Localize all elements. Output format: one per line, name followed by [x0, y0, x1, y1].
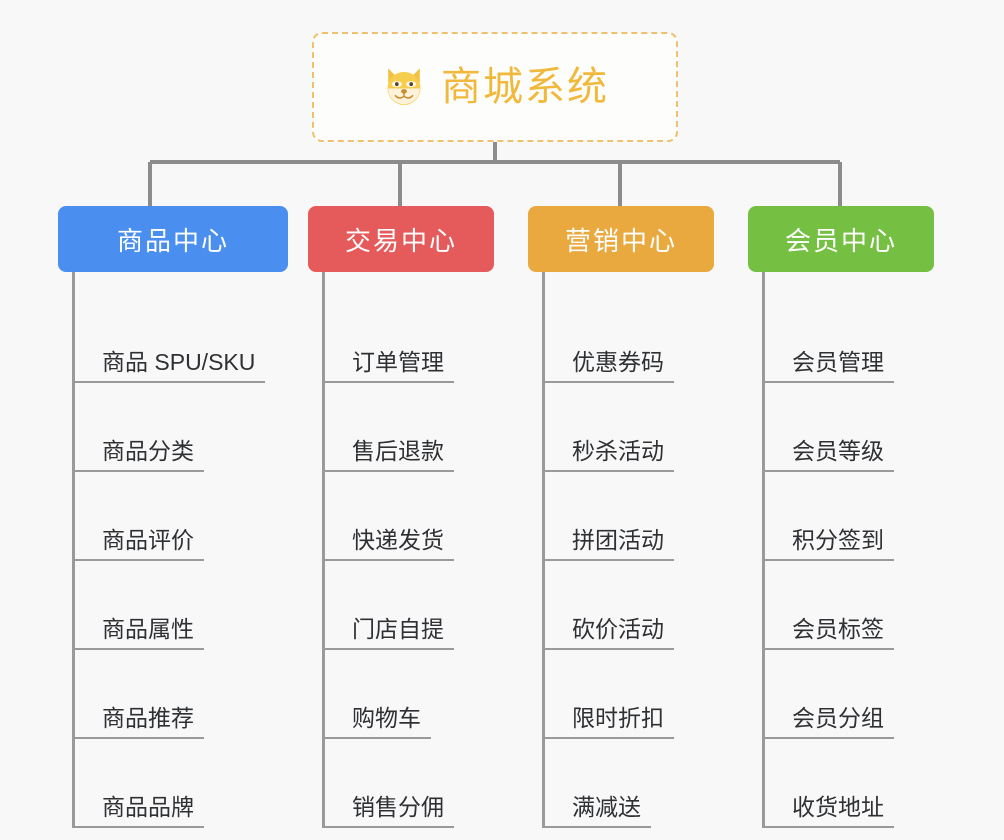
leaf-label: 购物车 [352, 704, 421, 731]
list-item[interactable]: 购物车 [322, 650, 494, 739]
leaf-label: 快递发货 [352, 526, 444, 553]
leaf-label: 秒杀活动 [572, 437, 664, 464]
branch-header-0[interactable]: 商品中心 [58, 206, 288, 272]
list-item[interactable]: 销售分佣 [322, 739, 494, 828]
list-item[interactable]: 商品推荐 [72, 650, 288, 739]
leaf-label: 收货地址 [792, 793, 884, 820]
leaf-label: 商品属性 [102, 615, 194, 642]
branch-header-1[interactable]: 交易中心 [308, 206, 494, 272]
branch-body-1: 订单管理 售后退款 快递发货 门店自提 购物车 销售分佣 [322, 272, 494, 828]
leaf-label: 售后退款 [352, 437, 444, 464]
leaf-label: 满减送 [572, 793, 641, 820]
list-item[interactable]: 会员标签 [762, 561, 934, 650]
leaf-label: 会员分组 [792, 704, 884, 731]
leaf-label: 会员标签 [792, 615, 884, 642]
root-title: 商城系统 [441, 65, 609, 109]
leaf-label: 商品分类 [102, 437, 194, 464]
shiba-dog-icon [387, 68, 421, 105]
list-item[interactable]: 优惠券码 [542, 294, 714, 383]
branch-column-交易中心: 交易中心 订单管理 售后退款 快递发货 门店自提 购物车 销售分佣 [308, 206, 494, 828]
leaf-label: 拼团活动 [572, 526, 664, 553]
branch-column-商品中心: 商品中心 商品 SPU/SKU 商品分类 商品评价 商品属性 商品推荐 商品品牌 [58, 206, 288, 828]
branch-body-0: 商品 SPU/SKU 商品分类 商品评价 商品属性 商品推荐 商品品牌 [72, 272, 288, 828]
list-item[interactable]: 积分签到 [762, 472, 934, 561]
list-item[interactable]: 限时折扣 [542, 650, 714, 739]
list-item[interactable]: 快递发货 [322, 472, 494, 561]
branch-column-营销中心: 营销中心 优惠券码 秒杀活动 拼团活动 砍价活动 限时折扣 满减送 [528, 206, 714, 828]
list-item[interactable]: 商品 SPU/SKU [72, 294, 288, 383]
leaf-label: 积分签到 [792, 526, 884, 553]
branch-header-label: 交易中心 [344, 225, 457, 256]
list-item[interactable]: 商品分类 [72, 383, 288, 472]
leaf-label: 商品品牌 [102, 793, 194, 820]
list-item[interactable]: 秒杀活动 [542, 383, 714, 472]
list-item[interactable]: 会员管理 [762, 294, 934, 383]
list-item[interactable]: 订单管理 [322, 294, 494, 383]
leaf-label: 限时折扣 [572, 704, 664, 731]
leaf-label: 砍价活动 [572, 615, 664, 642]
list-item[interactable]: 拼团活动 [542, 472, 714, 561]
root-node[interactable]: 商城系统 [312, 32, 678, 142]
branch-header-label: 营销中心 [564, 225, 677, 256]
list-item[interactable]: 售后退款 [322, 383, 494, 472]
list-item[interactable]: 砍价活动 [542, 561, 714, 650]
list-item[interactable]: 会员等级 [762, 383, 934, 472]
list-item[interactable]: 商品品牌 [72, 739, 288, 828]
leaf-label: 商品 SPU/SKU [102, 348, 256, 375]
leaf-label: 商品推荐 [102, 704, 194, 731]
list-item[interactable]: 商品评价 [72, 472, 288, 561]
branch-body-3: 会员管理 会员等级 积分签到 会员标签 会员分组 收货地址 [762, 272, 934, 828]
leaf-label: 商品评价 [102, 526, 194, 553]
branch-header-label: 商品中心 [116, 225, 229, 256]
list-item[interactable]: 满减送 [542, 739, 714, 828]
branch-column-会员中心: 会员中心 会员管理 会员等级 积分签到 会员标签 会员分组 收货地址 [748, 206, 934, 828]
branch-header-label: 会员中心 [784, 225, 897, 256]
leaf-label: 优惠券码 [572, 348, 664, 375]
leaf-label: 会员等级 [792, 437, 884, 464]
list-item[interactable]: 商品属性 [72, 561, 288, 650]
branch-body-2: 优惠券码 秒杀活动 拼团活动 砍价活动 限时折扣 满减送 [542, 272, 714, 828]
leaf-label: 会员管理 [792, 348, 884, 375]
leaf-label: 门店自提 [352, 615, 444, 642]
branch-header-3[interactable]: 会员中心 [748, 206, 934, 272]
list-item[interactable]: 门店自提 [322, 561, 494, 650]
list-item[interactable]: 会员分组 [762, 650, 934, 739]
leaf-label: 销售分佣 [352, 793, 444, 820]
list-item[interactable]: 收货地址 [762, 739, 934, 828]
branch-header-2[interactable]: 营销中心 [528, 206, 714, 272]
leaf-label: 订单管理 [352, 348, 444, 375]
